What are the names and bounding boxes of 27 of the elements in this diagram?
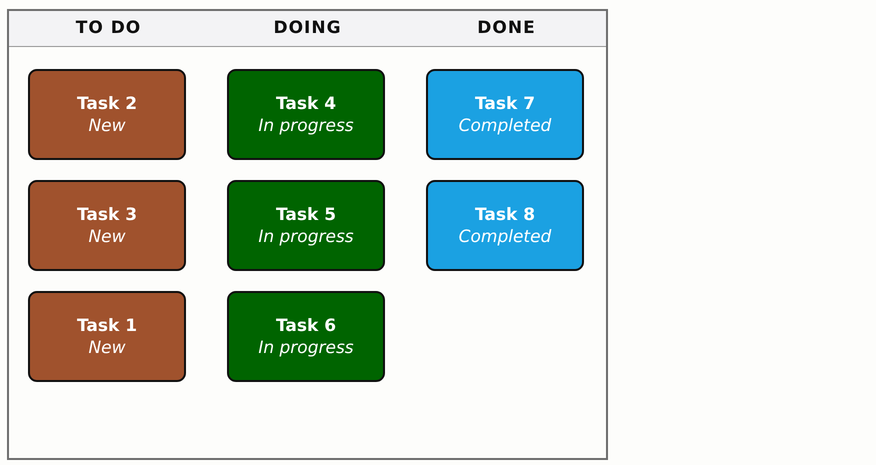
task-card — [227, 180, 385, 271]
task-title: Task 5 — [276, 204, 336, 226]
task-card — [426, 180, 584, 271]
task-title: Task 4 — [276, 92, 336, 114]
task-title: Task 2 — [76, 92, 138, 114]
task-card — [227, 291, 385, 382]
task-status: In progress — [258, 336, 354, 358]
task-title: Task 6 — [276, 314, 336, 336]
task-card — [28, 180, 186, 271]
column-heading: DOING — [272, 18, 343, 38]
task-card — [28, 291, 186, 382]
task-card — [426, 69, 584, 160]
column-heading: DONE — [476, 18, 537, 38]
task-title: Task 3 — [76, 204, 138, 226]
task-status: New — [88, 226, 126, 248]
task-card — [28, 69, 186, 160]
task-title: Task 7 — [474, 92, 536, 114]
task-status: New — [88, 336, 126, 358]
task-status: In progress — [258, 114, 354, 136]
task-title: Task 1 — [76, 314, 138, 336]
task-title: Task 8 — [474, 204, 536, 226]
task-status: Completed — [458, 114, 552, 136]
column-heading: TO DO — [74, 18, 142, 38]
task-status: New — [88, 114, 126, 136]
task-card — [227, 69, 385, 160]
task-status: In progress — [258, 226, 354, 248]
task-status: Completed — [458, 226, 552, 248]
